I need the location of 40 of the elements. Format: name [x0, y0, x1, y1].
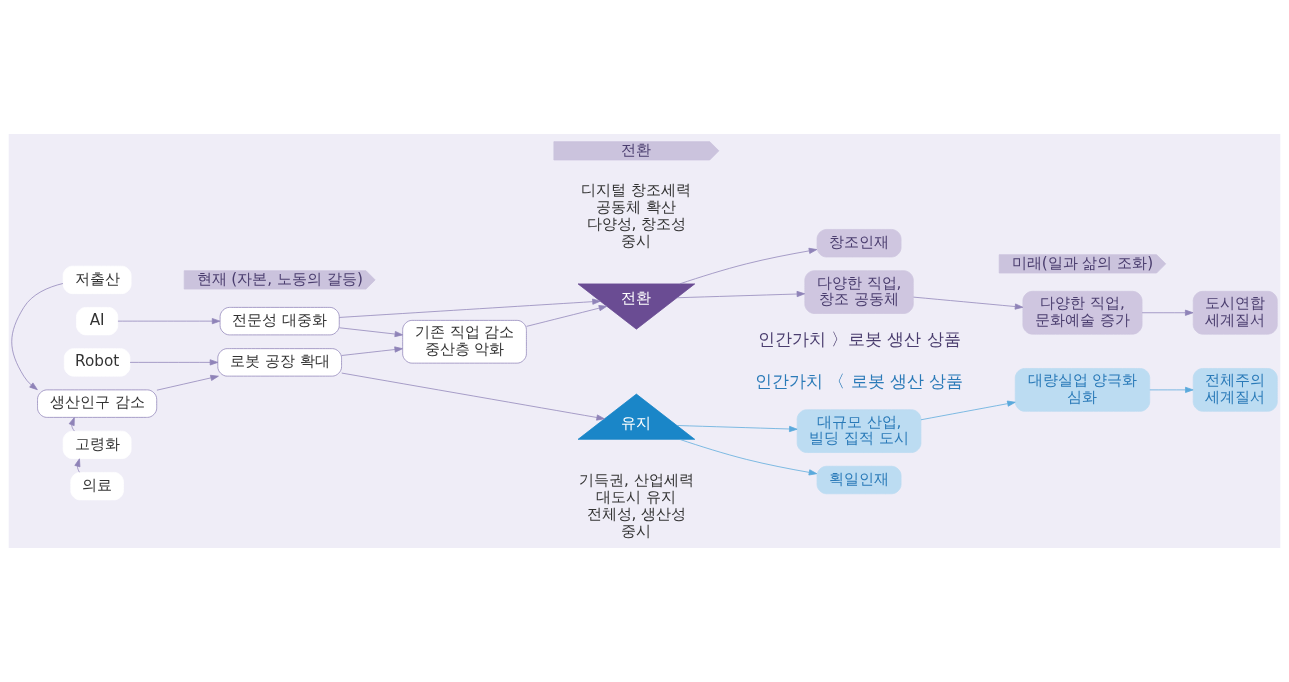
arrow	[11, 283, 64, 391]
node-box: 도시연합 세계질서	[1192, 290, 1278, 335]
arrow	[339, 298, 601, 318]
arrow	[74, 458, 81, 473]
node-box: 창조인재	[816, 229, 902, 258]
arrow	[526, 305, 608, 327]
arrow	[679, 439, 818, 476]
node-box: 전문성 대중화	[219, 307, 340, 336]
node-box: Robot	[63, 348, 131, 377]
node-box: 고령화	[62, 430, 132, 459]
node-box: 기존 직업 감소 중산층 악화	[402, 320, 527, 364]
arrow	[676, 425, 798, 433]
node-label: 기득권, 산업세력 대도시 유지 전체성, 생산성 중시	[579, 471, 694, 540]
label: 인간가치 〉로봇 생산 상품	[757, 329, 961, 350]
arrow	[1141, 309, 1194, 316]
arrow	[129, 359, 219, 366]
node-label: 디지털 창조세력 공동체 확산 다양성, 창조성 중시	[581, 181, 692, 250]
arrow	[341, 372, 605, 421]
node-box: 전체주의 세계질서	[1192, 368, 1278, 412]
node-box: 획일인재	[816, 465, 902, 495]
node-box: AI	[76, 307, 119, 336]
node-box: 대량실업 양극화 심화	[1014, 368, 1151, 412]
arrow	[339, 327, 404, 338]
arrow	[913, 296, 1024, 310]
node-box: 로봇 공장 확대	[217, 348, 342, 377]
arrow	[679, 247, 818, 285]
node-box: 대규모 산업, 빌딩 집적 도시	[796, 409, 922, 453]
node-box: 다양한 직업, 창조 공동체	[804, 270, 914, 314]
label: 인간가치 〈 로봇 생산 상품	[754, 370, 964, 391]
arrow	[341, 346, 403, 356]
node-box: 생산인구 감소	[37, 389, 158, 418]
arrow	[117, 318, 221, 325]
arrow	[676, 290, 806, 299]
arrow	[1149, 386, 1194, 393]
node-box: 의료	[70, 472, 124, 501]
arrow	[68, 417, 75, 432]
arrow	[156, 374, 219, 391]
arrow	[920, 400, 1016, 421]
node-box: 다양한 직업, 문화예술 증가	[1022, 290, 1143, 335]
node-box: 저출산	[62, 265, 132, 294]
